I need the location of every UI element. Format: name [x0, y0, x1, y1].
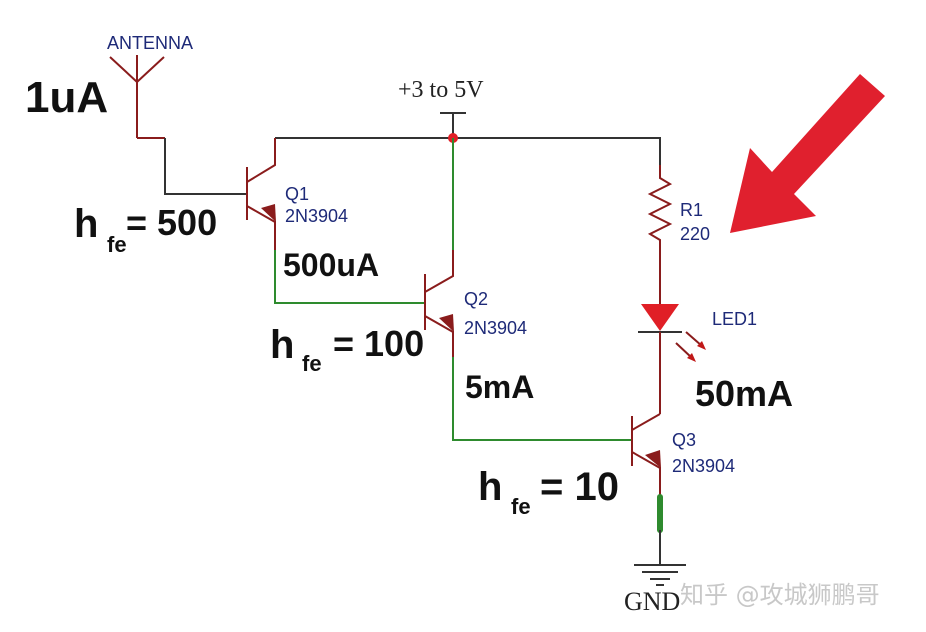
transistor-q2 — [424, 138, 454, 357]
q1-part: 2N3904 — [285, 206, 348, 226]
q1-hfe-symbol: h — [74, 202, 98, 246]
q1-hfe: h fe = 500 — [74, 202, 217, 257]
led-current-label: 50mA — [695, 373, 793, 414]
q3-name: Q3 — [672, 430, 696, 450]
q2-hfe-symbol: h — [270, 323, 294, 367]
q1-hfe-sub: fe — [107, 232, 127, 257]
q3-hfe-value: = 10 — [540, 465, 619, 509]
q2-hfe-value: = 100 — [333, 323, 424, 364]
q3-hfe-sub: fe — [511, 494, 531, 519]
led1-name: LED1 — [712, 309, 757, 329]
transistor-q1 — [246, 138, 276, 250]
q2-name: Q2 — [464, 289, 488, 309]
watermark: 知乎 @攻城狮鹏哥 — [680, 581, 880, 609]
base-wire-q1 — [164, 138, 247, 195]
q3-hfe: h fe = 10 — [478, 465, 619, 519]
q1-current-label: 500uA — [283, 247, 379, 283]
q3-hfe-symbol: h — [478, 465, 502, 509]
led1-icon — [638, 304, 706, 362]
q2-hfe-sub: fe — [302, 351, 322, 376]
q2-part: 2N3904 — [464, 318, 527, 338]
r1-name: R1 — [680, 200, 703, 220]
ground-icon — [634, 564, 686, 586]
ground-label: GND — [624, 587, 680, 616]
supply-label: +3 to 5V — [398, 77, 484, 103]
transistor-q3 — [631, 413, 661, 497]
q2-emitter-wire — [452, 357, 632, 441]
pointer-arrow-icon — [730, 74, 885, 233]
input-current-label: 1uA — [25, 73, 108, 122]
resistor-r1 — [647, 165, 673, 304]
q2-current-label: 5mA — [465, 369, 534, 405]
supply-rail — [275, 137, 661, 165]
q3-part: 2N3904 — [672, 456, 735, 476]
antenna-icon — [109, 55, 165, 138]
q1-name: Q1 — [285, 184, 309, 204]
q1-hfe-value: = 500 — [126, 202, 217, 243]
q1-emitter-wire — [274, 250, 425, 304]
antenna-label: ANTENNA — [107, 33, 193, 53]
q2-hfe: h fe = 100 — [270, 323, 424, 376]
r1-value: 220 — [680, 224, 710, 244]
